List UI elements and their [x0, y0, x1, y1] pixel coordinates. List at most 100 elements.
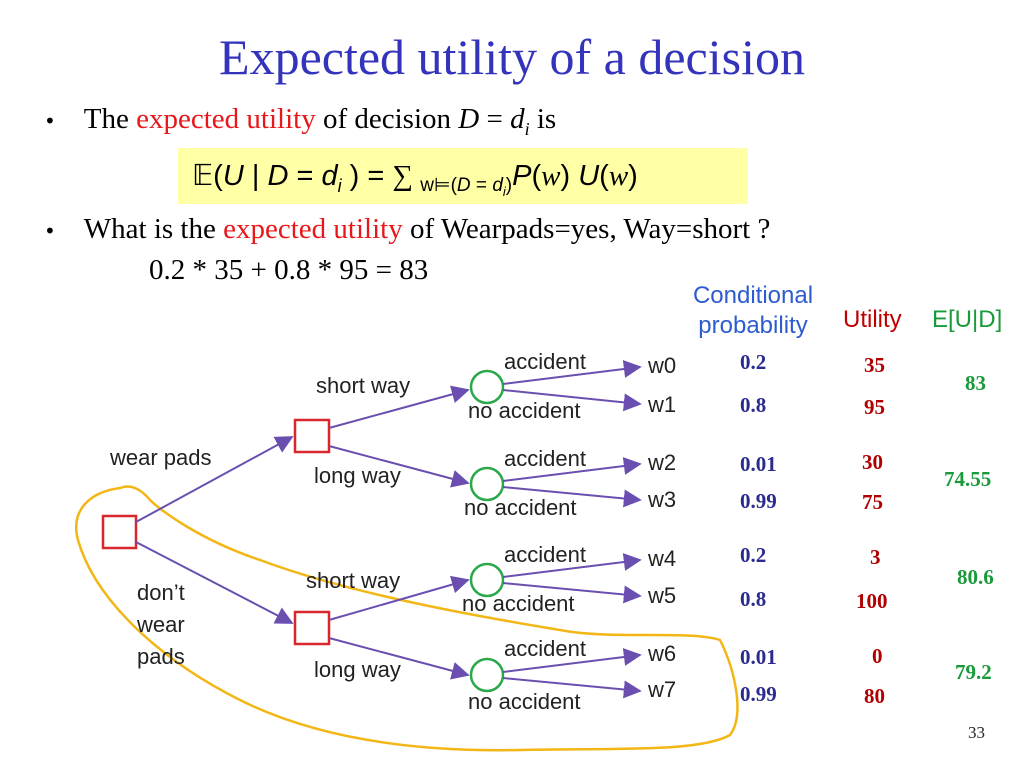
- world-w5: w5: [647, 583, 676, 608]
- expectation-symbol: 𝔼: [192, 160, 214, 192]
- label-accident-4: accident: [504, 542, 586, 567]
- formula-pw: (: [531, 160, 542, 192]
- formula-eq: =: [288, 160, 322, 192]
- world-w2: w2: [647, 450, 676, 475]
- bullet-1-highlight: expected utility: [136, 103, 316, 135]
- sum-i: i: [502, 183, 506, 199]
- sum-lp: (: [450, 175, 457, 196]
- bullet-1-end: is: [529, 103, 557, 135]
- edge-w0: [502, 360, 642, 385]
- bullet-1-post: of decision: [315, 103, 459, 135]
- cond-header-line1: Conditional: [692, 282, 814, 309]
- sum-w: w: [420, 175, 435, 196]
- label-wear-pads: wear pads: [109, 445, 212, 470]
- label-short-way-2: short way: [306, 568, 400, 593]
- label-short-way-1: short way: [316, 373, 410, 398]
- edge-w3: [502, 486, 642, 508]
- world-w4: w4: [647, 546, 676, 571]
- sum-rp: ): [505, 175, 513, 196]
- bullet-2-highlight: expected utility: [223, 213, 403, 245]
- world-w1: w1: [647, 392, 676, 417]
- edge-w2: [502, 457, 642, 482]
- label-accident-2: accident: [504, 446, 586, 471]
- edge-w6: [502, 648, 642, 673]
- prob-w2: 0.01: [740, 452, 777, 476]
- utility-w6: 0: [872, 644, 883, 668]
- sum-d: D: [456, 175, 471, 196]
- prob-w3: 0.99: [740, 489, 777, 513]
- decision-node-dont: [293, 610, 331, 646]
- formula-p: P: [512, 160, 532, 192]
- edge-short-1: [328, 385, 470, 429]
- label-accident-0: accident: [504, 349, 586, 374]
- bullet-1: • The expected utility of decision D = d…: [44, 103, 556, 140]
- prob-w1: 0.8: [740, 393, 767, 417]
- prob-w4: 0.2: [740, 543, 767, 567]
- prob-w0: 0.2: [740, 350, 767, 374]
- sum-eq: =: [470, 175, 493, 196]
- slide-title: Expected utility of a decision: [219, 29, 805, 85]
- label-no-accident-5: no accident: [462, 591, 575, 616]
- chance-node-4: [469, 657, 505, 693]
- expected-utility-2: 74.55: [944, 467, 992, 491]
- bullet-1-pre: The: [83, 103, 137, 135]
- formula-d: D: [267, 160, 289, 192]
- label-accident-6: accident: [504, 636, 586, 661]
- utility-w4: 3: [870, 545, 881, 569]
- formula-uwc: ): [628, 160, 638, 192]
- world-w3: w3: [647, 487, 676, 512]
- utility-w0: 35: [864, 353, 885, 377]
- conditional-probability-header: Conditional probability: [668, 281, 838, 341]
- formula-bar: |: [243, 160, 268, 192]
- formula-u2: U: [570, 160, 600, 192]
- bullet-1-eq: =: [479, 103, 511, 135]
- prob-w7: 0.99: [740, 682, 777, 706]
- expected-utility-4: 79.2: [955, 660, 992, 684]
- formula-uw: (: [599, 160, 609, 192]
- utility-w3: 75: [862, 490, 883, 514]
- bullet-1-i: i: [524, 118, 530, 139]
- bullet-dot: •: [44, 109, 56, 133]
- edge-wear-pads: [135, 436, 294, 523]
- expected-utility-1: 83: [965, 371, 986, 395]
- edge-w4: [502, 553, 642, 578]
- formula-u: U: [222, 160, 244, 192]
- utility-w1: 95: [864, 395, 885, 419]
- formula-rp: ) =: [341, 160, 393, 192]
- label-no-accident-1: no accident: [468, 398, 581, 423]
- calculation: 0.2 * 35 + 0.8 * 95 = 83: [149, 254, 429, 286]
- formula-i: i: [337, 175, 342, 196]
- expected-utility-header: E[U|D]: [932, 306, 1003, 333]
- chance-node-2: [469, 466, 505, 502]
- edge-dont-wear: [135, 541, 294, 624]
- bullet-1-var: D: [458, 103, 480, 135]
- world-w0: w0: [647, 353, 676, 378]
- utility-header: Utility: [843, 306, 902, 333]
- label-no-accident-7: no accident: [468, 689, 581, 714]
- chance-node-1: [469, 369, 505, 405]
- decision-node-root: [101, 514, 138, 550]
- formula-di: d: [321, 160, 338, 192]
- world-w7: w7: [647, 677, 676, 702]
- label-dont-3: pads: [137, 644, 185, 669]
- bullet-1-d: d: [510, 103, 525, 135]
- page-number: 33: [968, 723, 985, 742]
- edge-long-1: [328, 445, 470, 488]
- utility-w5: 100: [856, 589, 888, 613]
- prob-w5: 0.8: [740, 587, 767, 611]
- edge-short-2: [328, 575, 470, 621]
- label-dont-1: don’t: [137, 580, 185, 605]
- expected-utility-formula: 𝔼(U | D = di ) = ∑ w⊨(D = di)P(w) U(w): [178, 148, 748, 220]
- sum-di: d: [492, 175, 503, 196]
- edge-w7: [502, 677, 642, 699]
- edge-w1: [502, 389, 642, 412]
- bullet-2-post: of Wearpads=yes, Way=short ?: [402, 213, 771, 245]
- world-w6: w6: [647, 641, 676, 666]
- edge-w5: [502, 582, 642, 604]
- label-dont-2: wear: [136, 612, 185, 637]
- sum-subscript: w⊨(D = di): [420, 175, 513, 199]
- cond-header-line2: probability: [698, 312, 808, 339]
- formula-w2: w: [608, 160, 629, 192]
- utility-w2: 30: [862, 450, 883, 474]
